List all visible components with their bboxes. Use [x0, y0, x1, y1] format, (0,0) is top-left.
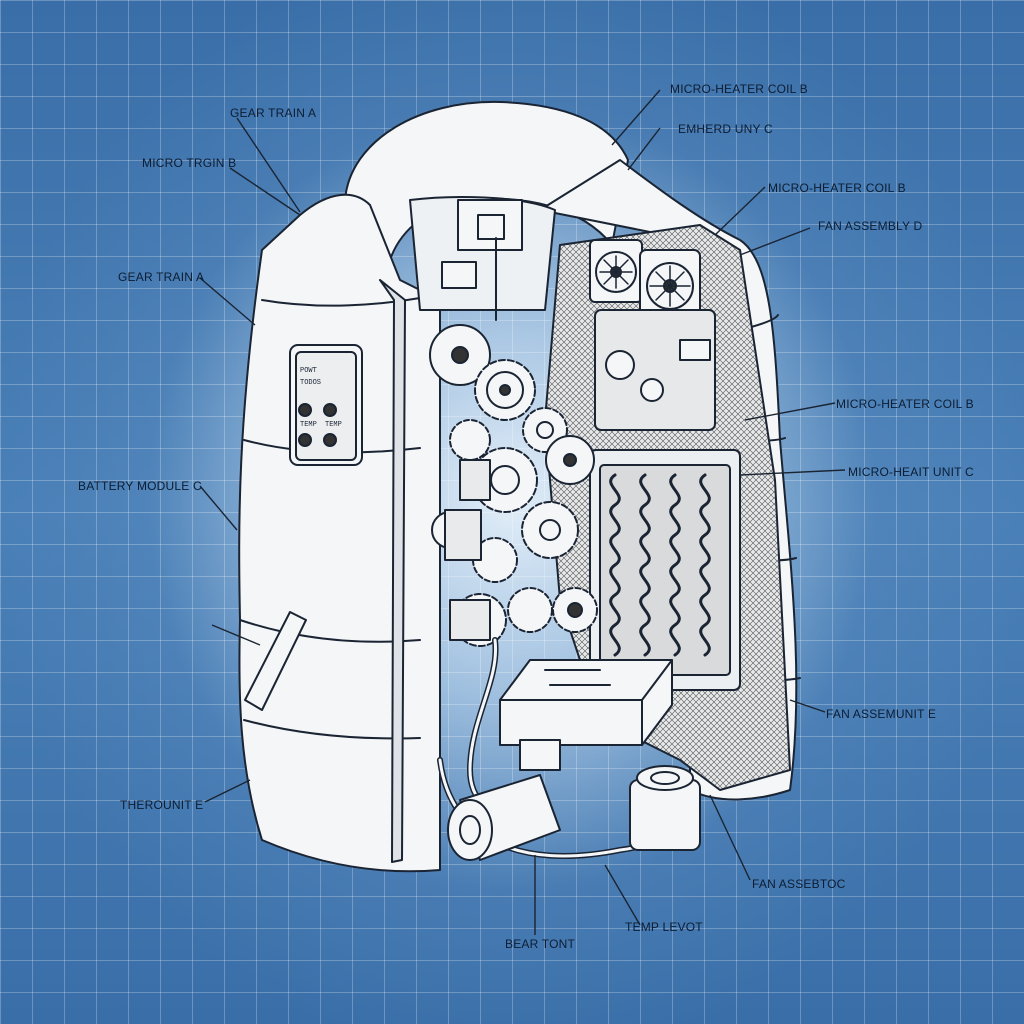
label-therounit-e: THEROUNIT E	[120, 798, 204, 812]
label-fan-assembly-d: FAN ASSEMBLY D	[818, 219, 923, 233]
label-micro-train-b: MICRO TRGIN B	[142, 156, 237, 170]
gear-train	[429, 324, 598, 647]
label-gear-train-a-top: GEAR TRAIN A	[230, 106, 317, 120]
label-micro-heat-unit-c: MICRO-HEAIT UNIT C	[848, 465, 974, 479]
temp-sensor	[629, 765, 701, 851]
micro-heater-coil	[589, 449, 741, 691]
label-fan-assembly-bottom: FAN ASSEBTOC	[752, 877, 846, 891]
panel-text-2: TODOS	[300, 379, 321, 387]
label-fan-assem-unit-e: FAN ASSEMUNIT E	[826, 707, 937, 721]
thermo-unit	[447, 739, 561, 861]
panel-text-1: POWT	[300, 367, 317, 375]
label-beam-tont: BEAR TONT	[505, 937, 576, 951]
label-embered-unit-c: EMHERD UNY C	[678, 122, 773, 136]
label-micro-heater-coil-b-top: MICRO-HEATER COIL B	[670, 82, 808, 96]
label-temp-levot: TEMP LEVOT	[625, 920, 703, 934]
battery-module	[499, 659, 673, 746]
panel-text-4: TEMP	[325, 421, 342, 429]
label-micro-heater-coil-b-mid: MICRO-HEATER COIL B	[836, 397, 974, 411]
zipper	[379, 279, 406, 863]
vest-left-panel	[238, 193, 441, 873]
label-gear-train-a-left: GEAR TRAIN A	[118, 270, 205, 284]
panel-text-3: TEMP	[300, 421, 317, 429]
control-panel	[289, 344, 363, 466]
label-micro-heater-coil-b-upper: MICRO-HEATER COIL B	[768, 181, 906, 195]
pocket-flap	[244, 611, 307, 711]
label-battery-module-c: BATTERY MODULE C	[78, 479, 202, 493]
fan-assembly	[589, 239, 701, 323]
leader-lines	[199, 89, 846, 935]
